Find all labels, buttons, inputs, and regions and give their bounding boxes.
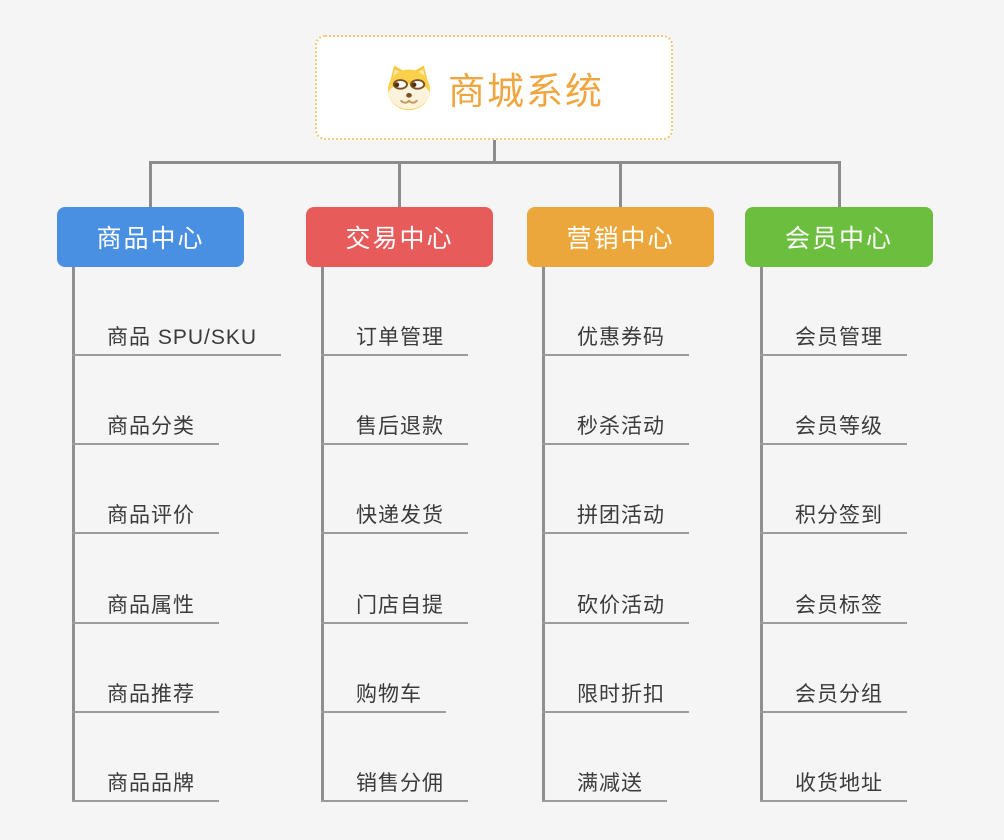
leaf-node[interactable]: 满减送 bbox=[542, 761, 667, 802]
leaf-node[interactable]: 商品属性 bbox=[72, 583, 219, 624]
leaf-node[interactable]: 商品评价 bbox=[72, 493, 219, 534]
leaf-node[interactable]: 会员管理 bbox=[760, 315, 907, 356]
branch-node-1[interactable]: 商品中心 bbox=[57, 207, 244, 267]
leaf-node[interactable]: 砍价活动 bbox=[542, 583, 689, 624]
connector-line bbox=[398, 161, 401, 209]
connector-line bbox=[837, 161, 841, 209]
leaf-node[interactable]: 会员标签 bbox=[760, 583, 907, 624]
leaf-node[interactable]: 售后退款 bbox=[321, 404, 468, 445]
connector-line bbox=[149, 161, 152, 209]
leaf-node[interactable]: 优惠券码 bbox=[542, 315, 689, 356]
leaf-node[interactable]: 订单管理 bbox=[321, 315, 468, 356]
leaf-node[interactable]: 商品 SPU/SKU bbox=[72, 315, 282, 356]
connector-line bbox=[321, 267, 324, 802]
connector-line bbox=[149, 161, 841, 164]
doge-icon bbox=[384, 64, 434, 111]
leaf-node[interactable]: 购物车 bbox=[321, 672, 446, 713]
branch-node-3[interactable]: 营销中心 bbox=[527, 207, 714, 267]
leaf-node[interactable]: 快递发货 bbox=[321, 493, 468, 534]
connector-line bbox=[619, 161, 622, 209]
branch-node-2[interactable]: 交易中心 bbox=[306, 207, 493, 267]
leaf-node[interactable]: 收货地址 bbox=[760, 761, 907, 802]
connector-line bbox=[72, 267, 75, 802]
leaf-node[interactable]: 拼团活动 bbox=[542, 493, 689, 534]
leaf-node[interactable]: 会员分组 bbox=[760, 672, 907, 713]
leaf-node[interactable]: 销售分佣 bbox=[321, 761, 468, 802]
leaf-node[interactable]: 秒杀活动 bbox=[542, 404, 689, 445]
leaf-node[interactable]: 积分签到 bbox=[760, 493, 907, 534]
leaf-node[interactable]: 会员等级 bbox=[760, 404, 907, 445]
root-node[interactable]: 商城系统 bbox=[315, 35, 673, 140]
leaf-node[interactable]: 门店自提 bbox=[321, 583, 468, 624]
leaf-node[interactable]: 商品品牌 bbox=[72, 761, 219, 802]
connector-line bbox=[542, 267, 545, 802]
leaf-node[interactable]: 商品推荐 bbox=[72, 672, 219, 713]
connector-line bbox=[493, 139, 496, 164]
leaf-node[interactable]: 限时折扣 bbox=[542, 672, 689, 713]
root-title: 商城系统 bbox=[448, 70, 604, 112]
leaf-node[interactable]: 商品分类 bbox=[72, 404, 219, 445]
connector-line bbox=[760, 267, 763, 802]
branch-node-4[interactable]: 会员中心 bbox=[745, 207, 933, 267]
